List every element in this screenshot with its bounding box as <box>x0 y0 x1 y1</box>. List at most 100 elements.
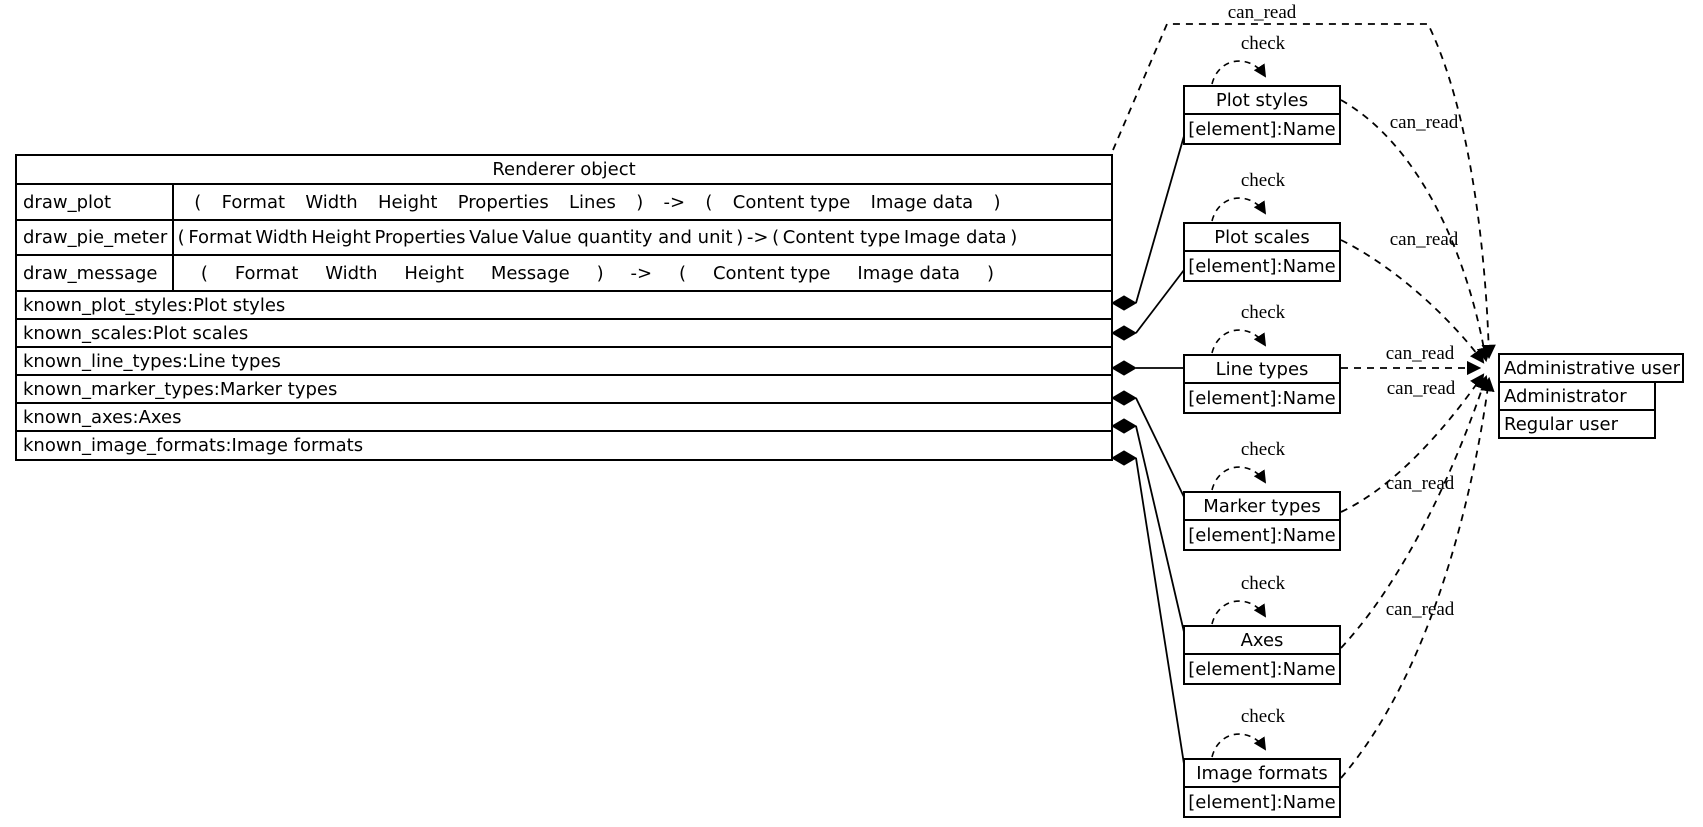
can-read-label: can_read <box>1386 378 1456 399</box>
signature-token: -> <box>630 262 653 284</box>
signature-token: ) <box>736 227 744 248</box>
signature-token: Value quantity and unit <box>522 227 733 248</box>
composition-diamond <box>1111 390 1137 406</box>
method-name: draw_plot <box>17 185 174 219</box>
check-loop-plot-styles <box>1211 60 1267 85</box>
composition-edge-image-formats <box>1135 457 1185 765</box>
signature-token: ) <box>1010 227 1018 248</box>
can-read-label: can_read <box>1227 2 1297 23</box>
node-title: Plot styles <box>1185 87 1339 115</box>
signature-token: Value <box>469 227 519 248</box>
edge-can-read-marker-types <box>1340 373 1485 513</box>
node-plot-scales: Plot scales [element]:Name <box>1183 222 1341 282</box>
node-field: [element]:Name <box>1188 387 1336 409</box>
signature-token: ) <box>986 262 994 284</box>
method-row-draw-message: draw_message ( Format Width Height Message) -… <box>17 256 1111 292</box>
signature-token: Width <box>255 227 308 248</box>
check-label: check <box>1240 33 1286 54</box>
check-loop-plot-scales <box>1211 197 1267 222</box>
signature-token: ( <box>705 191 713 213</box>
composition-edge-axes <box>1135 425 1185 633</box>
edge-can-read-plot-styles <box>1340 99 1492 363</box>
method-signature: ( Format Width Height Properties Lines) -> ( Con… <box>174 185 1111 219</box>
node-title: Image formats <box>1185 760 1339 788</box>
signature-token: Content type <box>712 262 831 284</box>
node-field: [element]:Name <box>1188 658 1336 680</box>
node-field: [element]:Name <box>1188 524 1336 546</box>
signature-token: ( <box>194 191 202 213</box>
signature-token: Format <box>188 227 252 248</box>
user-node-title: Administrative user <box>1498 353 1684 383</box>
signature-token: Content type <box>732 191 851 213</box>
node-title-text: Renderer object <box>492 159 636 180</box>
signature-token: Format <box>234 262 299 284</box>
renderer-object-title: Renderer object <box>17 156 1111 185</box>
can-read-label: can_read <box>1385 343 1455 364</box>
signature-token: Lines <box>569 191 616 213</box>
signature-token: Message <box>490 262 570 284</box>
check-label: check <box>1240 170 1286 191</box>
attribute-row: known_plot_styles:Plot styles <box>17 292 1111 320</box>
signature-token: Height <box>377 191 438 213</box>
signature-token: -> <box>663 191 686 213</box>
can-read-label: can_read <box>1389 112 1459 133</box>
node-field: [element]:Name <box>1188 118 1336 140</box>
method-name: draw_pie_meter <box>17 221 174 254</box>
edge-can-read-axes <box>1340 374 1490 649</box>
signature-token: ) <box>993 191 1001 213</box>
composition-diamond <box>1111 295 1137 311</box>
signature-token: Image data <box>870 191 974 213</box>
attribute-row: known_line_types:Line types <box>17 348 1111 376</box>
node-title: Marker types <box>1185 493 1339 521</box>
node-image-formats: Image formats [element]:Name <box>1183 758 1341 818</box>
signature-token: Properties <box>457 191 549 213</box>
composition-edge-plot-styles <box>1135 135 1185 304</box>
method-name: draw_message <box>17 256 174 290</box>
attribute-row: known_marker_types:Marker types <box>17 376 1111 404</box>
node-title: Plot scales <box>1185 224 1339 252</box>
signature-token: ) <box>596 262 604 284</box>
check-label: check <box>1240 706 1286 727</box>
composition-edge-plot-scales <box>1135 269 1185 334</box>
node-title: Line types <box>1185 356 1339 384</box>
node-plot-styles: Plot styles [element]:Name <box>1183 85 1341 145</box>
composition-edge-marker-types <box>1135 397 1185 498</box>
signature-token: Width <box>305 191 358 213</box>
signature-token: Width <box>325 262 378 284</box>
method-row-draw-plot: draw_plot ( Format Width Height Properties Li… <box>17 185 1111 221</box>
composition-diamond <box>1111 418 1137 434</box>
check-label: check <box>1240 573 1286 594</box>
node-field: [element]:Name <box>1188 255 1336 277</box>
can-read-label: can_read <box>1385 599 1455 620</box>
attribute-row: known_image_formats:Image formats <box>23 435 364 456</box>
signature-token: Properties <box>374 227 466 248</box>
signature-token: -> <box>746 227 769 248</box>
can-read-label: can_read <box>1389 229 1459 250</box>
user-row-administrator: Administrator <box>1498 383 1656 411</box>
node-title: Axes <box>1185 627 1339 655</box>
user-row-regular-user: Regular user <box>1498 411 1656 439</box>
attribute-row: known_axes:Axes <box>17 404 1111 432</box>
signature-token: Image data <box>903 227 1007 248</box>
check-label: check <box>1240 439 1286 460</box>
node-marker-types: Marker types [element]:Name <box>1183 491 1341 551</box>
node-administrative-user: Administrative user Administrator Regula… <box>1498 353 1684 439</box>
check-loop-line-types <box>1211 329 1267 354</box>
signature-token: Height <box>311 227 371 248</box>
signature-token: Content type <box>782 227 901 248</box>
signature-token: Format <box>221 191 286 213</box>
signature-token: Height <box>404 262 464 284</box>
signature-token: ) <box>636 191 644 213</box>
node-axes: Axes [element]:Name <box>1183 625 1341 685</box>
signature-token: ( <box>200 262 208 284</box>
check-label: check <box>1240 302 1286 323</box>
signature-token: ( <box>177 227 185 248</box>
edge-can-read-image-formats <box>1340 376 1495 779</box>
